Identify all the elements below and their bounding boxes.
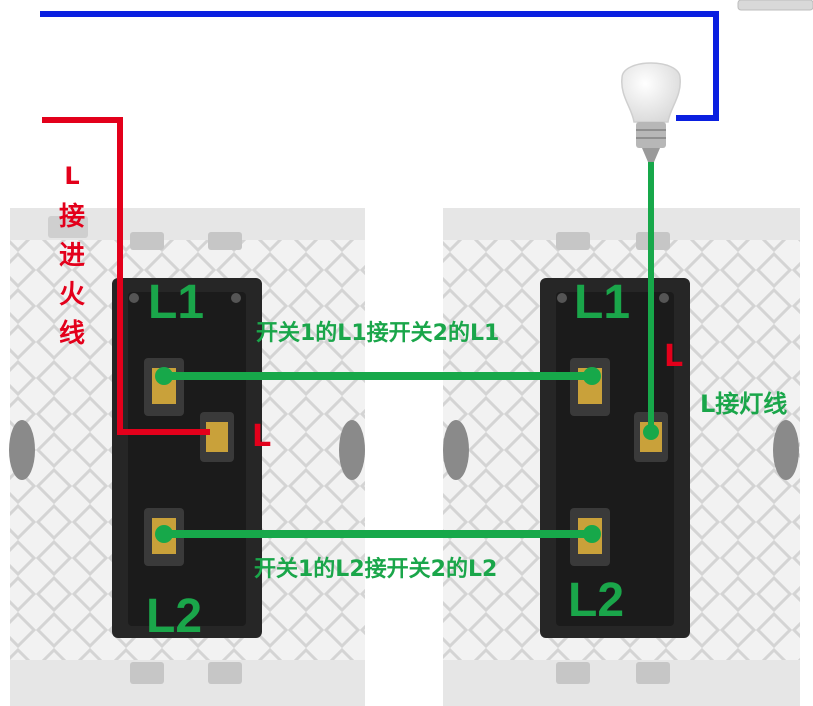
live-in-char: 接 — [59, 202, 85, 232]
switch-1-l1-label: L1 — [148, 276, 204, 329]
bulb-icon — [621, 62, 681, 162]
live-in-char: 进 — [59, 241, 85, 271]
switch-2-l-label: L — [664, 339, 683, 374]
live-in-char: L — [64, 162, 79, 190]
lamp-wire-blue — [40, 11, 719, 121]
live-in-label: L 接 进 火 线 — [59, 162, 85, 349]
switch-1-l-label: L — [252, 419, 271, 454]
mount-hole — [443, 420, 469, 480]
live-in-char: 火 — [59, 280, 85, 310]
traveler-top-label: 开关1的L1接开关2的L1 — [256, 320, 499, 346]
live-in-char: 线 — [59, 319, 85, 349]
lamp-wire-label: L接灯线 — [700, 390, 787, 418]
live-wire-red — [42, 117, 210, 435]
traveler-bottom-label: 开关1的L2接开关2的L2 — [254, 556, 497, 582]
mount-hole — [339, 420, 365, 480]
mount-hole — [773, 420, 799, 480]
switch-2-l2-label: L2 — [568, 574, 624, 627]
switch-1-l2-label: L2 — [146, 590, 202, 643]
switch-2-l1-label: L1 — [574, 276, 630, 329]
mount-hole — [9, 420, 35, 480]
